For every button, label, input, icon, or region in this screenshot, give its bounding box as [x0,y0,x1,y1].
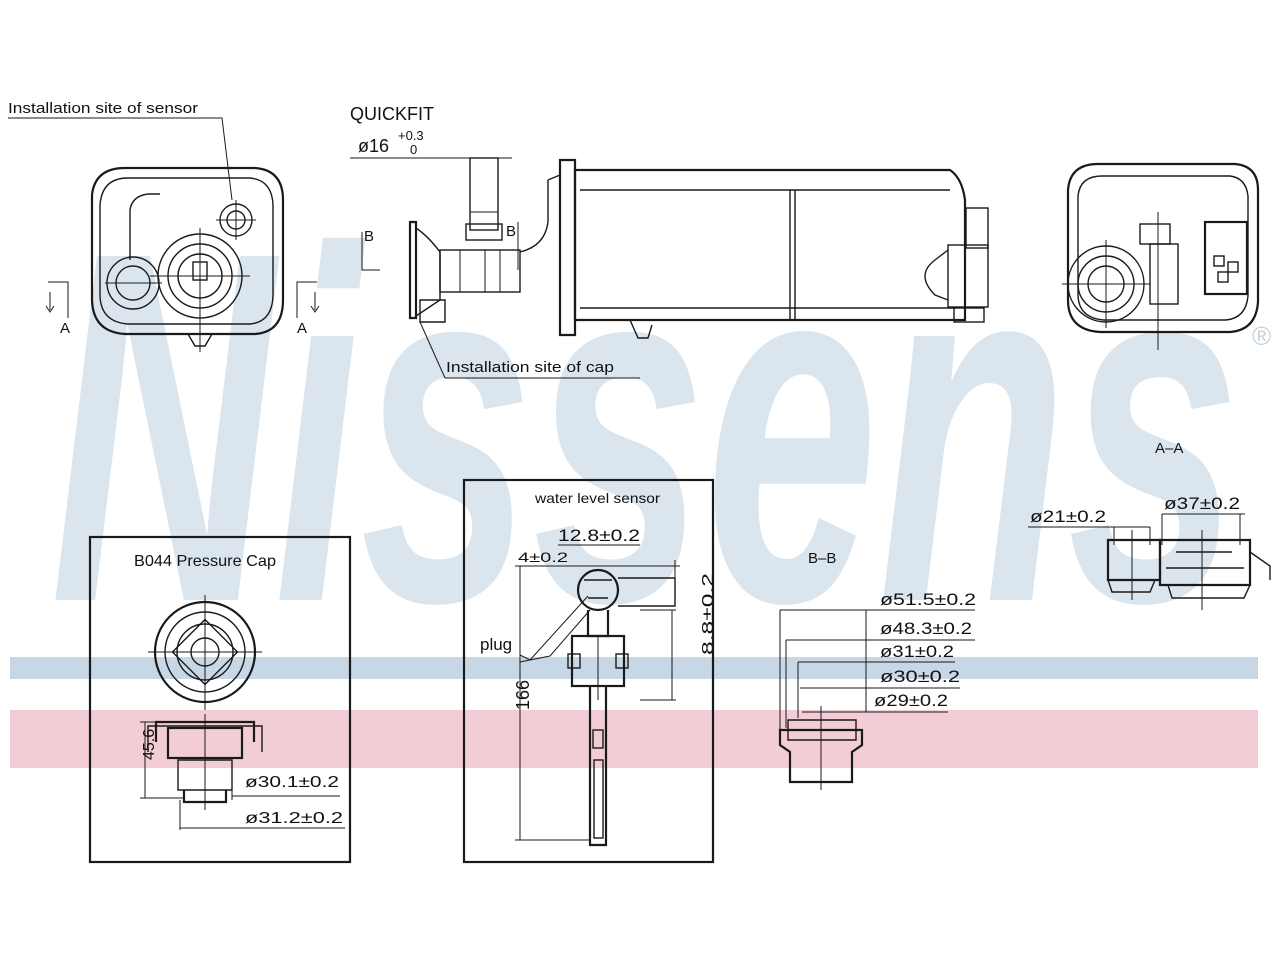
level-sensor-dim-small: 4±0.2 [518,549,568,565]
pressure-cap-dia1: ø30.1±0.2 [245,774,339,791]
section-b-right-label: B [506,223,516,240]
level-sensor-length: 166 [513,680,533,710]
tank-opposite-end-view [1062,162,1260,350]
pressure-cap-dia2: ø31.2±0.2 [245,810,343,827]
install-cap-label: Installation site of cap [446,359,614,376]
quickfit-tol-upper: +0.3 [398,128,424,143]
quickfit-diameter: ø16 [358,136,389,156]
tank-end-view: Installation site of sensor A A [8,100,320,352]
watermark-brand: Nissens [50,147,1240,706]
pressure-cap-panel: B044 Pressure Cap 45.6 ø30.1±0.2 ø31.2±0… [88,535,352,864]
tank-side-view: QUICKFIT ø16 +0.3 0 B B [350,104,989,379]
watermark-registered: ® [1252,321,1271,351]
section-bb-label: B–B [808,550,836,567]
section-bb-d4: ø30±0.2 [880,667,960,686]
section-aa-label: A–A [1155,440,1183,457]
quickfit-tol-lower: 0 [410,142,417,157]
section-a-right-label: A [297,320,307,337]
section-aa-d1: ø21±0.2 [1030,507,1106,526]
level-sensor-plug-label: plug [480,635,512,654]
watermark: Nissens ® [10,147,1271,768]
level-sensor-title: water level sensor [534,490,660,506]
pressure-cap-title: B044 Pressure Cap [134,553,276,570]
section-bb: B–B ø51.5±0.2 ø48.3±0.2 ø31±0.2 ø30±0.2 … [778,550,976,790]
level-sensor-panel: water level sensor 12.8±0.2 4±0.2 166 8.… [462,478,717,864]
level-sensor-dim-side: 8.8±0.2 [700,573,717,655]
quickfit-label: QUICKFIT [350,104,434,124]
section-aa-d2: ø37±0.2 [1164,494,1240,513]
level-sensor-dim-top: 12.8±0.2 [558,526,640,545]
section-bb-d3: ø31±0.2 [880,642,954,661]
section-bb-d2: ø48.3±0.2 [880,619,972,638]
install-sensor-label: Installation site of sensor [8,100,198,117]
section-aa: A–A ø21±0.2 ø37±0.2 [1028,440,1271,610]
section-b-left-label: B [364,228,374,245]
section-a-left-label: A [60,320,70,337]
section-bb-d1: ø51.5±0.2 [880,590,976,609]
section-bb-d5: ø29±0.2 [874,691,948,710]
pressure-cap-height: 45.6 [141,729,158,760]
